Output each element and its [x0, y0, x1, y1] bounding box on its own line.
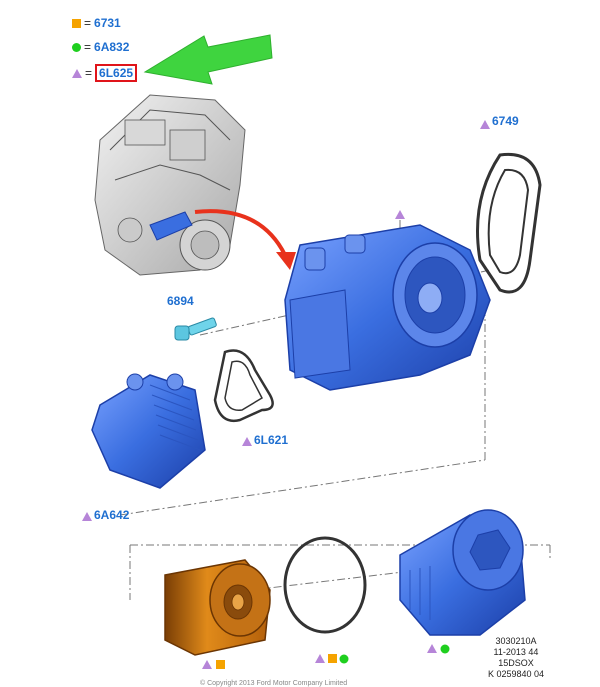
- gasket-6L621: [213, 349, 274, 423]
- reference-line: 11-2013 44: [493, 647, 539, 657]
- legend-item-6731: = 6731: [72, 16, 121, 30]
- legend-item-6A832: = 6A832: [72, 40, 129, 54]
- o-ring-6A832: [283, 536, 367, 634]
- legend-equals: =: [84, 40, 92, 54]
- legend-part-6L625[interactable]: 6L625: [95, 64, 138, 82]
- reference-line: 15DSOX: [498, 658, 534, 668]
- legend-item-6L625: = 6L625: [72, 64, 138, 82]
- reference-line: 3030210A: [495, 636, 537, 646]
- circle-marker-oring: [339, 654, 349, 664]
- triangle-marker-6A642: [82, 512, 92, 521]
- bolt-6894: [174, 317, 217, 341]
- triangle-marker-filter: [202, 660, 212, 669]
- reference-line: K 0259840 04: [487, 669, 544, 679]
- green-pointer-arrow: [143, 34, 273, 85]
- gasket-6749: [476, 152, 542, 294]
- square-marker-filter: [216, 660, 225, 669]
- square-marker-oring: [328, 654, 337, 663]
- circle-marker-cap: [440, 644, 450, 654]
- triangle-marker-6749: [480, 120, 490, 129]
- triangle-symbol-icon: [72, 68, 82, 78]
- legend-part-6A832[interactable]: 6A832: [94, 40, 130, 54]
- oil-cooler-6A642: [91, 373, 206, 489]
- red-curved-arrow: [194, 209, 296, 270]
- legend-equals: =: [85, 66, 93, 80]
- reference-block: 3030210A 11-2013 44 15DSOX K 0259840 04: [488, 636, 544, 680]
- part-label-6894[interactable]: 6894: [167, 294, 194, 308]
- part-symbol-markers: [82, 120, 490, 669]
- legend-part-6731[interactable]: 6731: [94, 16, 121, 30]
- oil-filter-housing: [284, 224, 491, 391]
- part-label-6749[interactable]: 6749: [492, 114, 519, 128]
- oil-filter-element-6731: [164, 559, 271, 656]
- oil-filter-cap: [399, 509, 526, 636]
- triangle-marker-6L621: [242, 437, 252, 446]
- part-label-6A642[interactable]: 6A642: [94, 508, 130, 522]
- triangle-marker-housing: [395, 210, 405, 219]
- circle-symbol-icon: [72, 42, 81, 52]
- copyright-text: © Copyright 2013 Ford Motor Company Limi…: [200, 680, 348, 687]
- triangle-marker-oring: [315, 654, 325, 663]
- legend-equals: =: [84, 16, 92, 30]
- engine-illustration: [94, 94, 246, 276]
- square-symbol-icon: [72, 18, 81, 28]
- part-label-6L621[interactable]: 6L621: [254, 433, 289, 447]
- triangle-marker-cap: [427, 644, 437, 653]
